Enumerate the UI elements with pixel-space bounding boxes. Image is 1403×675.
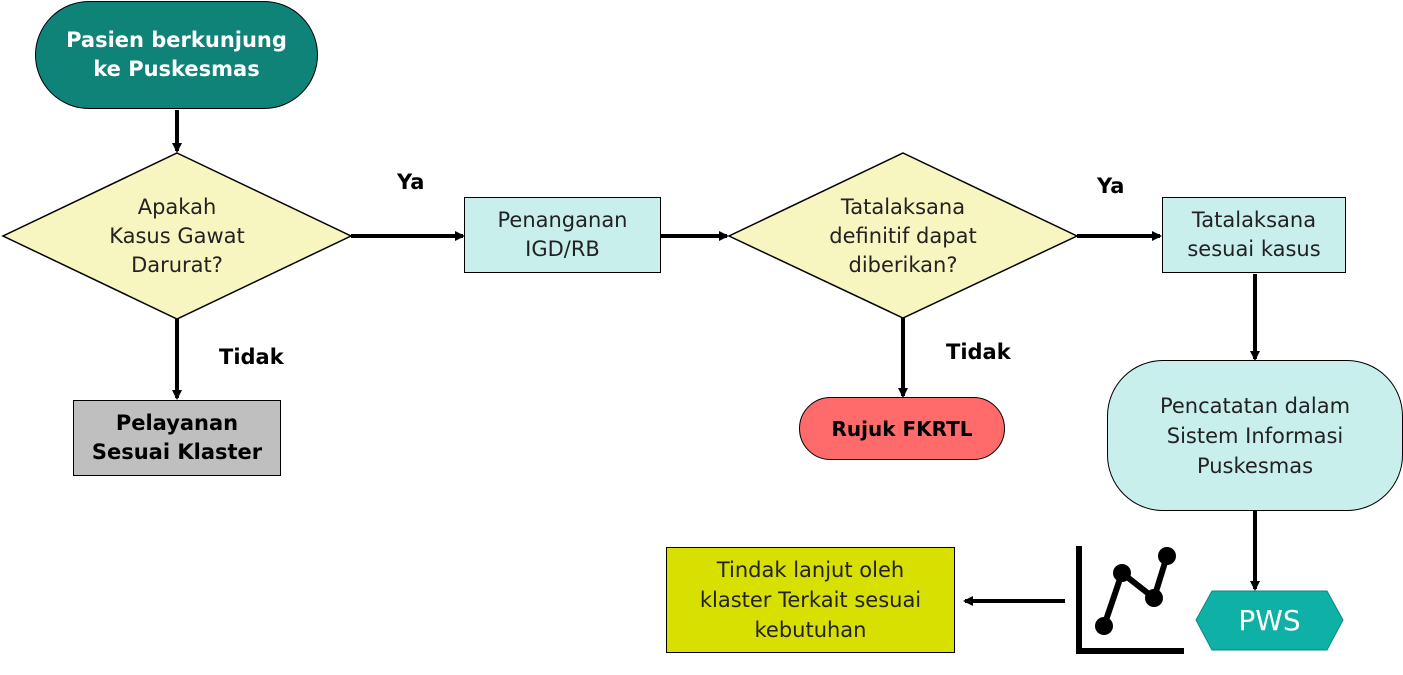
record-label: Pencatatan dalam Sistem Informasi Puskes… bbox=[1159, 393, 1351, 478]
refer-label: Rujuk FKRTL bbox=[831, 416, 973, 441]
pws-shape bbox=[1195, 590, 1344, 651]
record-node: Pencatatan dalam Sistem Informasi Puskes… bbox=[1107, 360, 1403, 511]
cluster-service-node: Pelayanan Sesuai Klaster bbox=[73, 400, 281, 476]
decision-emergency-node: Apakah Kasus Gawat Darurat? bbox=[60, 186, 294, 286]
edge-label-yes-definitive: Ya bbox=[1097, 174, 1125, 198]
decision-emergency-label: Apakah Kasus Gawat Darurat? bbox=[109, 194, 245, 277]
treatment-label: Tatalaksana sesuai kasus bbox=[1187, 208, 1321, 261]
treatment-node: Tatalaksana sesuai kasus bbox=[1162, 197, 1346, 273]
start-node-label: Pasien berkunjung ke Puskesmas bbox=[66, 28, 287, 81]
cluster-service-label: Pelayanan Sesuai Klaster bbox=[91, 411, 263, 464]
decision-definitive-node: Tatalaksana definitif dapat diberikan? bbox=[790, 186, 1016, 286]
refer-node: Rujuk FKRTL bbox=[799, 397, 1005, 460]
igd-node: Penanganan IGD/RB bbox=[464, 197, 661, 273]
decision-definitive-label: Tatalaksana definitif dapat diberikan? bbox=[829, 194, 977, 277]
edge-label-no-emergency: Tidak bbox=[219, 345, 284, 369]
line-chart-icon bbox=[1076, 546, 1184, 654]
pws-node: PWS bbox=[1196, 591, 1343, 650]
igd-label: Penanganan IGD/RB bbox=[497, 208, 628, 261]
edge-label-no-definitive: Tidak bbox=[946, 340, 1011, 364]
start-node: Pasien berkunjung ke Puskesmas bbox=[35, 1, 318, 109]
edge-label-yes-emergency: Ya bbox=[397, 170, 425, 194]
followup-label: Tindak lanjut oleh klaster Terkait sesua… bbox=[699, 558, 922, 642]
followup-node: Tindak lanjut oleh klaster Terkait sesua… bbox=[666, 547, 955, 653]
pws-label: PWS bbox=[1238, 604, 1301, 637]
